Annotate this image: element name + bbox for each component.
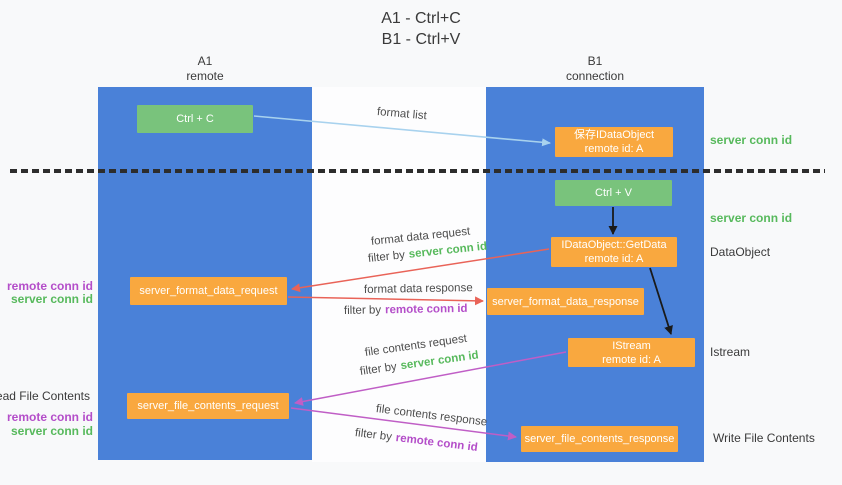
column-b1-subtitle: connection <box>565 69 625 83</box>
save-idataobject-line1: 保存IDataObject <box>573 129 655 141</box>
column-b1-name: B1 <box>587 54 603 68</box>
save-idataobject-line2: remote id: A <box>584 143 644 155</box>
getdata-line2: remote id: A <box>584 253 644 265</box>
server-file-contents-request-label: server_file_contents_request <box>137 400 279 412</box>
server-conn-id-label-right-mid: server conn id <box>710 211 793 225</box>
getdata-line1: IDataObject::GetData <box>561 239 667 251</box>
filter-by-text: filter by <box>343 304 382 317</box>
remote-conn-id-label-left-format: remote conn id <box>6 279 93 293</box>
server-conn-id-label-right-top: server conn id <box>710 133 793 147</box>
column-a1-header: A1 remote <box>98 54 312 84</box>
write-file-contents-label: Write File Contents <box>713 431 815 445</box>
read-file-contents-label: Read File Contents <box>0 389 90 403</box>
ctrl-c-label: Ctrl + C <box>176 113 214 125</box>
ctrl-v-label: Ctrl + V <box>595 187 632 199</box>
save-idataobject-box: 保存IDataObject remote id: A <box>555 127 673 157</box>
istream-line2: remote id: A <box>602 353 661 366</box>
title-line-b1: B1 - Ctrl+V <box>381 31 461 48</box>
istream-box: IStream remote id: A <box>568 338 695 367</box>
title-line-a1: A1 - Ctrl+C <box>381 10 461 27</box>
dataobject-label: DataObject <box>710 245 771 259</box>
server-conn-id-label-left-file: server conn id <box>10 424 93 438</box>
server-format-data-response-label: server_format_data_response <box>492 295 639 308</box>
ctrl-c-box: Ctrl + C <box>137 105 253 133</box>
format-data-response-label: format data response <box>363 282 473 296</box>
column-b1-header: B1 connection <box>486 54 704 84</box>
server-format-data-response-box: server_format_data_response <box>487 288 644 315</box>
remote-conn-id-label-left-file: remote conn id <box>6 410 93 424</box>
server-format-data-request-label: server_format_data_request <box>139 285 278 297</box>
diagram-title: A1 - Ctrl+C B1 - Ctrl+V <box>0 8 842 50</box>
server-file-contents-response-label: server_file_contents_response <box>524 433 675 445</box>
remote-conn-id-key: remote conn id <box>384 302 468 317</box>
istream-side-label: Istream <box>710 345 751 359</box>
column-a1-name: A1 <box>197 54 213 68</box>
istream-line1: IStream <box>612 339 651 352</box>
column-a1-subtitle: remote <box>186 69 224 83</box>
server-format-data-request-box: server_format_data_request <box>130 277 287 305</box>
server-file-contents-response-box: server_file_contents_response <box>521 426 678 452</box>
ctrl-v-box: Ctrl + V <box>555 180 672 206</box>
server-file-contents-request-box: server_file_contents_request <box>127 393 289 419</box>
clipboard-separator-line <box>10 169 825 173</box>
server-conn-id-label-left-format: server conn id <box>10 292 93 306</box>
idataobject-getdata-box: IDataObject::GetData remote id: A <box>551 237 677 267</box>
